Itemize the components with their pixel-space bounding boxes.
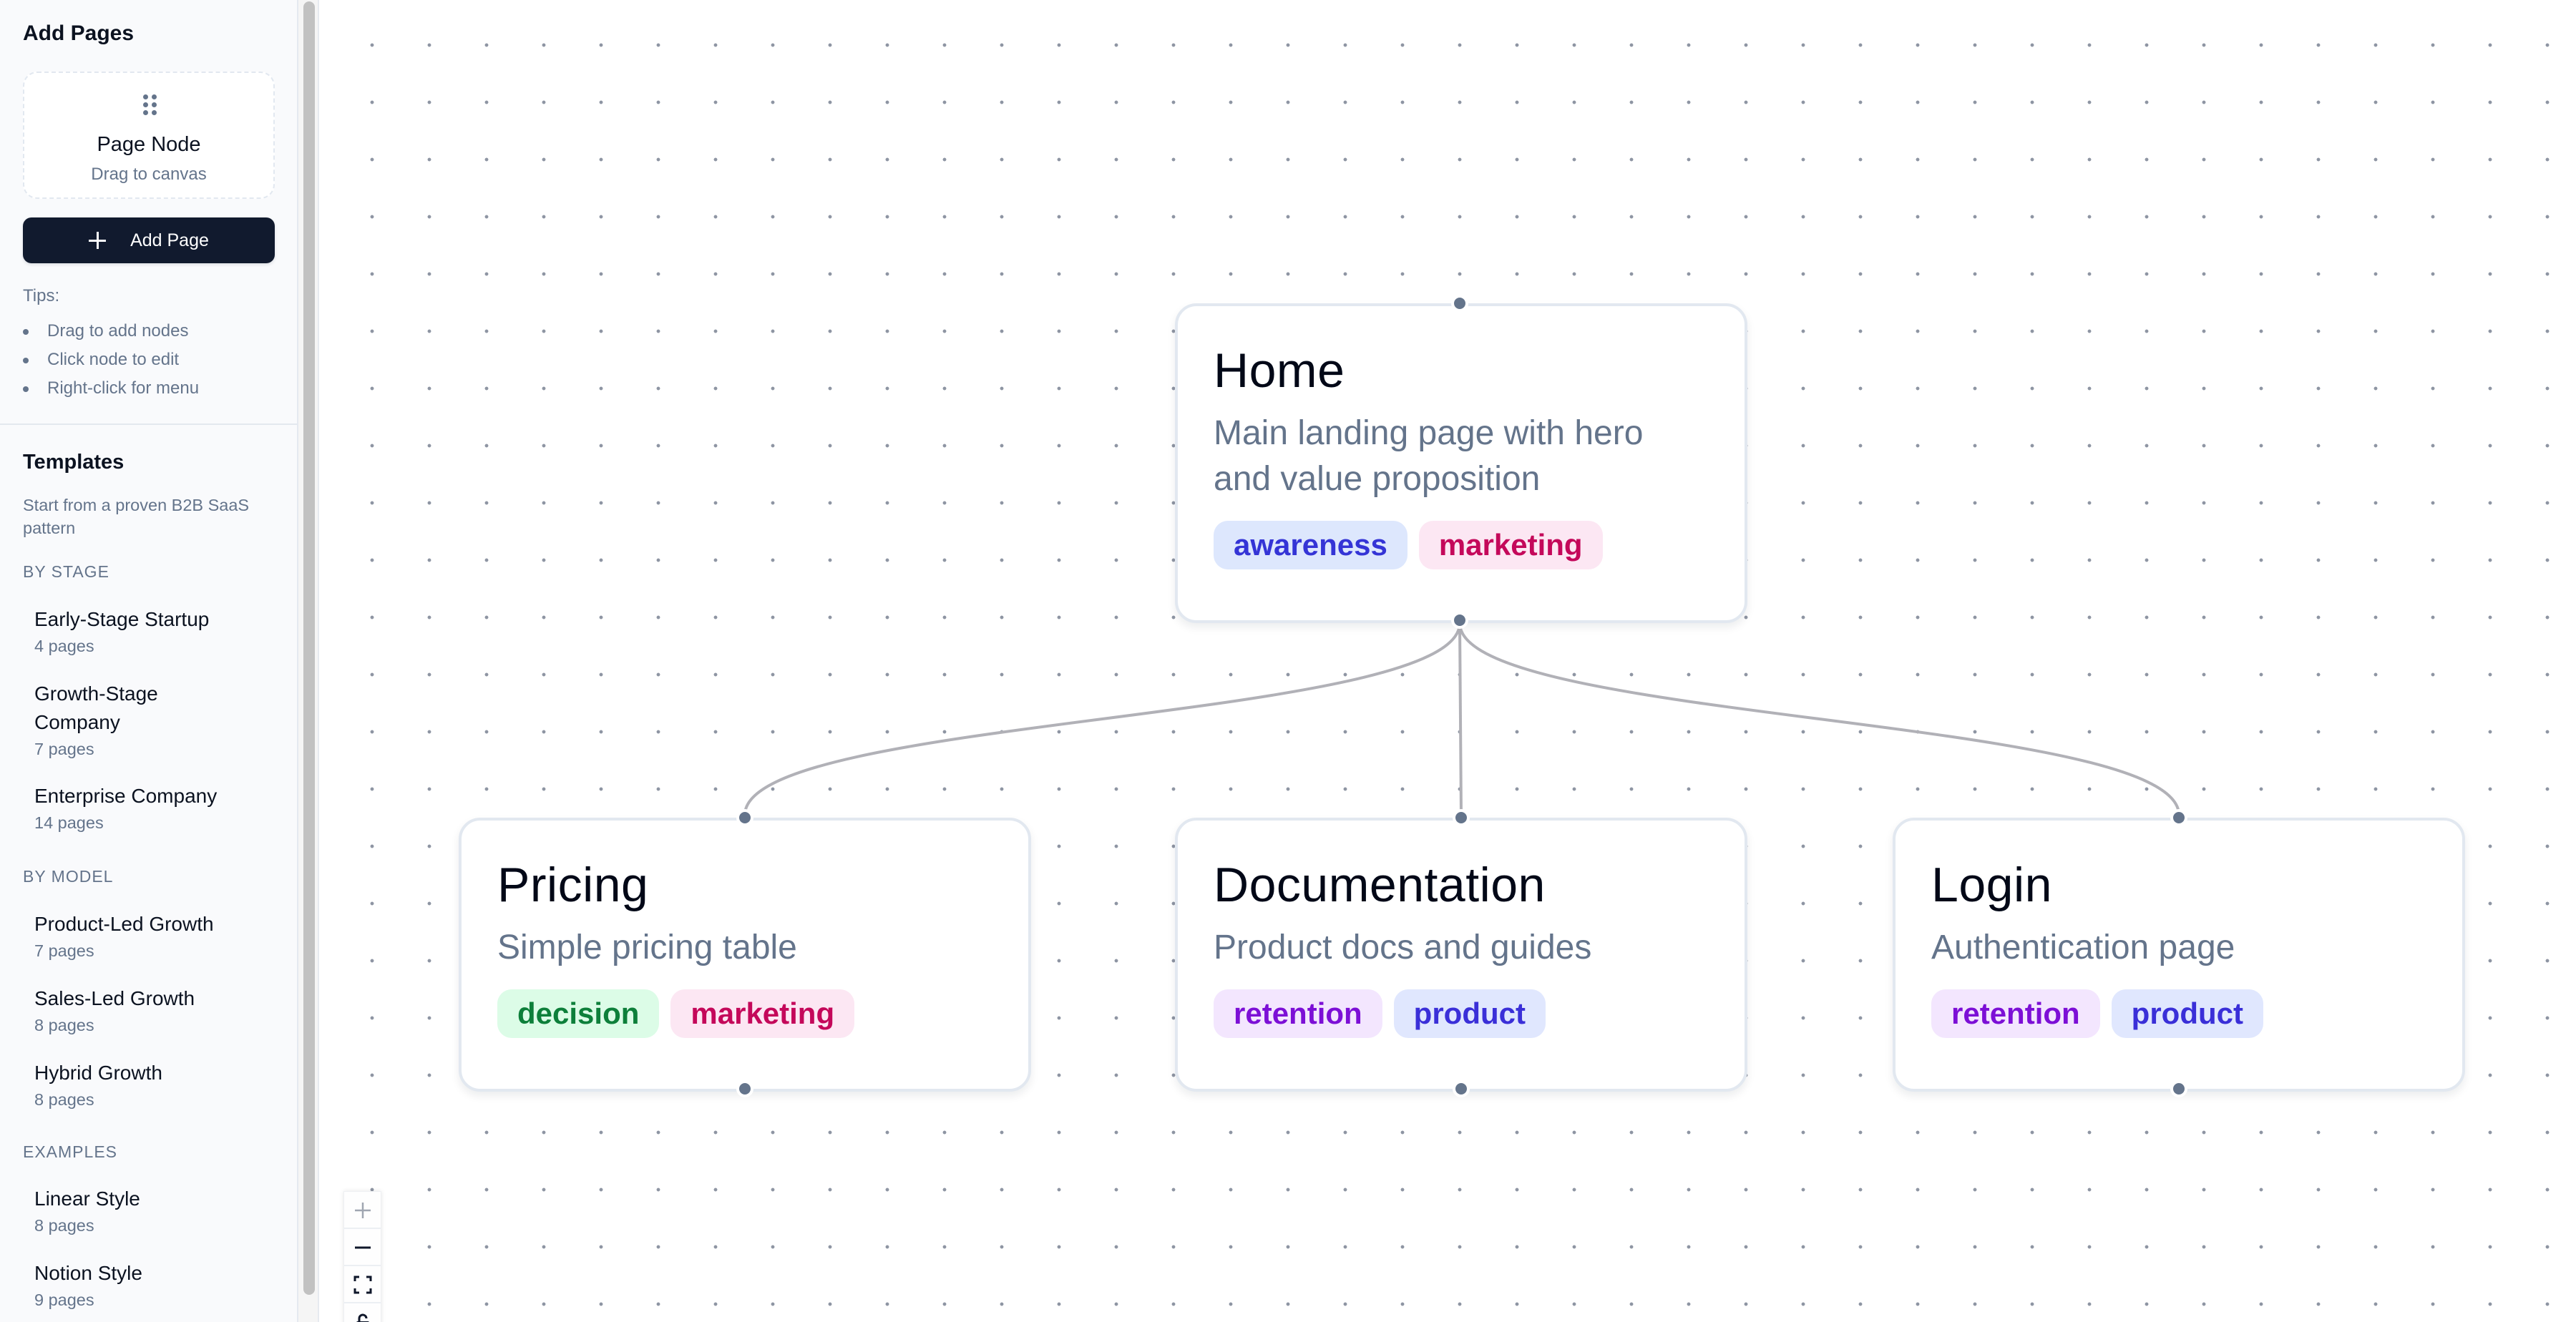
handle-login-target[interactable] [2170, 809, 2187, 826]
sidebar-title: Add Pages [23, 21, 135, 45]
plus-icon [89, 232, 107, 249]
handle-home-source[interactable] [1451, 612, 1468, 629]
handle-pricing-source[interactable] [736, 1080, 753, 1097]
sidebar-divider [0, 423, 297, 425]
handle-documentation-source[interactable] [1453, 1080, 1470, 1097]
group-label-by-model: BY MODEL [23, 867, 114, 886]
minus-icon [355, 1246, 371, 1249]
add-page-label: Add Page [130, 230, 209, 250]
handle-login-source[interactable] [2170, 1080, 2187, 1097]
tip-item: Drag to add nodes [23, 319, 199, 348]
toggle-interactivity-button[interactable] [344, 1303, 381, 1322]
template-name: Enterprise Company [34, 785, 218, 807]
plus-icon [355, 1203, 371, 1218]
template-name: Linear Style [34, 1188, 140, 1210]
node-title: Login [1931, 858, 2052, 912]
node-tags: decision marketing [497, 989, 992, 1038]
template-count: 9 pages [34, 1291, 94, 1309]
node-description: Product docs and guides [1214, 929, 1592, 966]
template-name: Sales-Led Growth [34, 987, 195, 1009]
template-count: 14 pages [34, 813, 104, 832]
template-notion-style[interactable]: Notion Style 9 pages [23, 1259, 275, 1311]
node-tags: awareness marketing [1214, 521, 1709, 569]
template-sales-led-growth[interactable]: Sales-Led Growth 8 pages [23, 984, 275, 1036]
template-name: Notion Style [34, 1262, 142, 1284]
drag-grip-icon [143, 94, 157, 116]
handle-documentation-target[interactable] [1453, 809, 1470, 826]
node-tags: retention product [1931, 989, 2426, 1038]
tag-product: product [1393, 989, 1546, 1038]
node-title: Home [1214, 343, 1345, 398]
template-name: Growth-Stage Company [34, 682, 158, 733]
lock-icon [356, 1313, 369, 1322]
tag-decision: decision [497, 989, 660, 1038]
node-title: Documentation [1214, 858, 1546, 912]
template-count: 8 pages [34, 1216, 94, 1235]
zoom-out-button[interactable] [344, 1229, 381, 1266]
template-count: 4 pages [34, 637, 94, 655]
template-name: Product-Led Growth [34, 913, 214, 935]
templates-description: Start from a proven B2B SaaS pattern [23, 496, 250, 537]
page-node-title: Page Node [97, 133, 201, 156]
template-count: 8 pages [34, 1016, 94, 1034]
node-home[interactable]: Home Main landing page with hero and val… [1175, 303, 1747, 623]
template-hybrid-growth[interactable]: Hybrid Growth 8 pages [23, 1059, 275, 1110]
node-tags: retention product [1214, 989, 1709, 1038]
tips-label: Tips: [23, 286, 60, 305]
page-node-subtitle: Drag to canvas [91, 165, 207, 184]
node-description: Authentication page [1931, 929, 2235, 966]
template-early-stage-startup[interactable]: Early-Stage Startup 4 pages [23, 605, 275, 657]
node-description: Main landing page with hero and value pr… [1214, 414, 1644, 498]
sidebar-scrollbar-thumb[interactable] [303, 1, 315, 1295]
node-description: Simple pricing table [497, 929, 797, 966]
template-count: 7 pages [34, 941, 94, 960]
node-pricing[interactable]: Pricing Simple pricing table decision ma… [459, 818, 1031, 1092]
tip-item: Right-click for menu [23, 376, 199, 405]
page-node-draggable[interactable]: Page Node Drag to canvas [23, 72, 275, 199]
sidebar: Add Pages Page Node Drag to canvas Add P… [0, 0, 298, 1322]
node-login[interactable]: Login Authentication page retention prod… [1893, 818, 2465, 1092]
template-count: 8 pages [34, 1090, 94, 1109]
template-enterprise-company[interactable]: Enterprise Company 14 pages [23, 782, 275, 833]
tip-item: Click node to edit [23, 348, 199, 376]
templates-title: Templates [23, 451, 125, 474]
tag-retention: retention [1214, 989, 1382, 1038]
add-page-button[interactable]: Add Page [23, 217, 275, 263]
flow-canvas[interactable] [320, 0, 2576, 1322]
node-title: Pricing [497, 858, 649, 912]
handle-pricing-target[interactable] [736, 809, 753, 826]
fit-view-button[interactable] [344, 1266, 381, 1303]
tag-awareness: awareness [1214, 521, 1407, 569]
tips-list: Drag to add nodes Click node to edit Rig… [23, 319, 199, 405]
tag-marketing: marketing [670, 989, 855, 1038]
template-linear-style[interactable]: Linear Style 8 pages [23, 1185, 275, 1236]
tag-retention: retention [1931, 989, 2100, 1038]
template-name: Early-Stage Startup [34, 608, 210, 630]
group-label-examples: EXAMPLES [23, 1142, 117, 1161]
template-name: Hybrid Growth [34, 1062, 162, 1084]
group-label-by-stage: BY STAGE [23, 562, 109, 581]
sidebar-scrollbar[interactable] [298, 0, 319, 1322]
canvas-controls [343, 1191, 381, 1322]
zoom-in-button[interactable] [344, 1192, 381, 1229]
template-count: 7 pages [34, 740, 94, 758]
handle-home-target[interactable] [1451, 295, 1468, 312]
tag-marketing: marketing [1418, 521, 1603, 569]
fit-view-icon [353, 1276, 372, 1294]
template-product-led-growth[interactable]: Product-Led Growth 7 pages [23, 910, 275, 961]
node-documentation[interactable]: Documentation Product docs and guides re… [1175, 818, 1747, 1092]
tag-product: product [2111, 989, 2263, 1038]
template-growth-stage-company[interactable]: Growth-Stage Company 7 pages [23, 680, 209, 760]
